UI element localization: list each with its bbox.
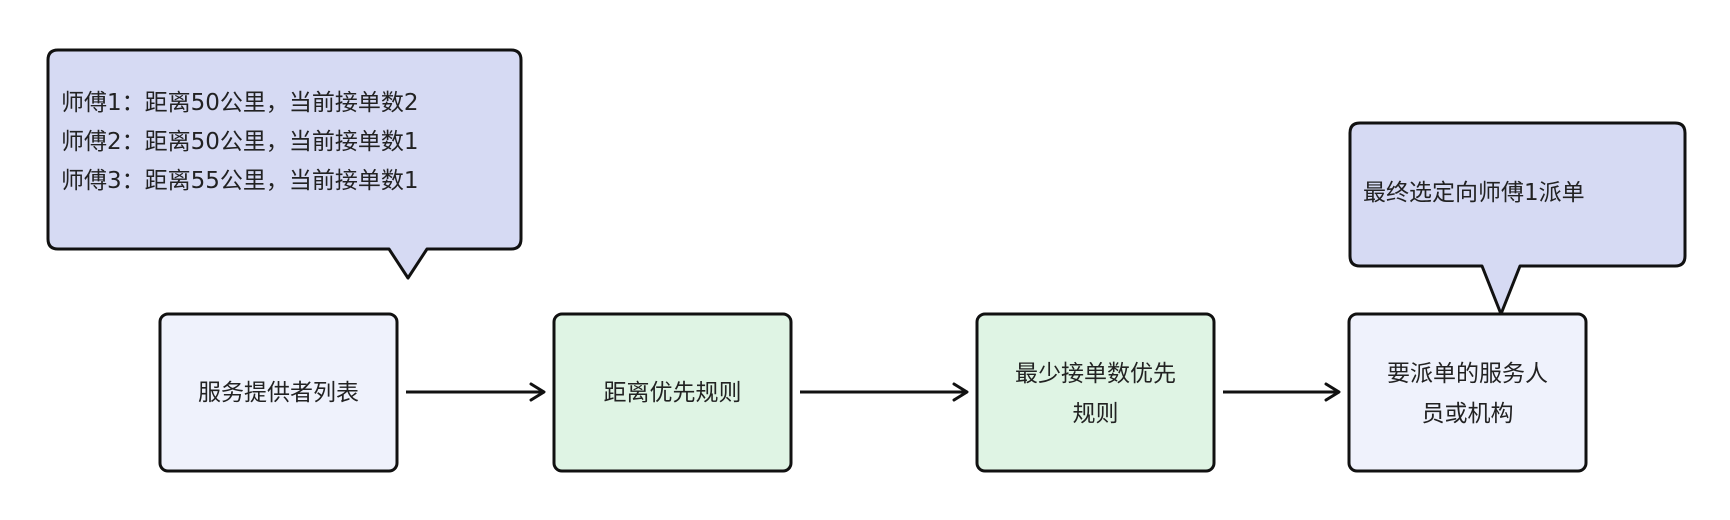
node-providers-box [158, 312, 399, 473]
callout-masters-line-3: 师傅3：距离55公里，当前接单数1 [61, 168, 419, 194]
node-dispatch-target-box [1347, 312, 1588, 473]
callout-masters: 师傅1：距离50公里，当前接单数2 师傅2：距离50公里，当前接单数1 师傅3：… [46, 48, 523, 280]
node-providers: 服务提供者列表 [158, 312, 399, 473]
node-dispatch-target-label-line-2: 员或机构 [1422, 401, 1514, 427]
callout-result: 最终选定向师傅1派单 [1348, 121, 1687, 316]
node-dispatch-target-label-line-1: 要派单的服务人 [1387, 361, 1548, 387]
callout-masters-line-1: 师傅1：距离50公里，当前接单数2 [61, 90, 419, 116]
node-providers-label: 服务提供者列表 [198, 380, 359, 406]
node-dispatch-target: 要派单的服务人 员或机构 [1347, 312, 1588, 473]
node-fewest-orders: 最少接单数优先 规则 [975, 312, 1216, 473]
node-distance: 距离优先规则 [552, 312, 793, 473]
callout-result-shape [1348, 121, 1687, 316]
node-fewest-orders-box [975, 312, 1216, 473]
callout-result-line-1: 最终选定向师傅1派单 [1363, 180, 1585, 206]
node-distance-box [552, 312, 793, 473]
node-fewest-orders-label-line-1: 最少接单数优先 [1015, 361, 1176, 387]
callout-masters-line-2: 师傅2：距离50公里，当前接单数1 [61, 129, 419, 155]
callout-masters-shape [46, 48, 523, 280]
node-distance-label: 距离优先规则 [604, 380, 742, 406]
node-fewest-orders-label-line-2: 规则 [1073, 401, 1119, 427]
